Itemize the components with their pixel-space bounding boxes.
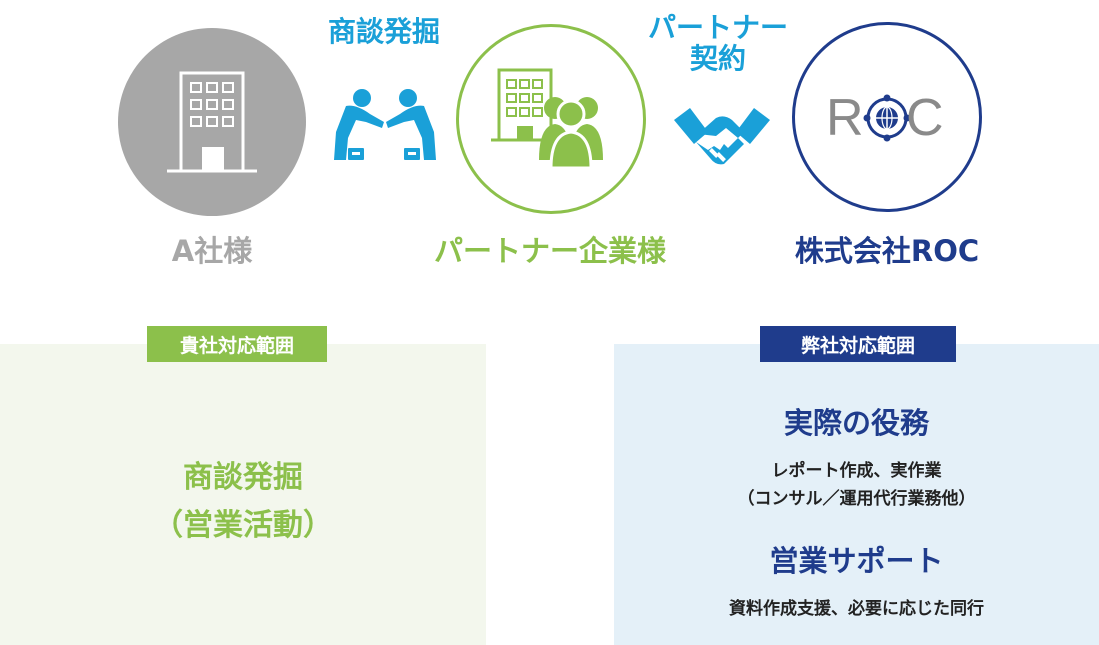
- roc-circle: R C: [792, 22, 982, 212]
- our-scope-heading1: 実際の役務: [783, 406, 929, 440]
- our-scope-detail1-line1: レポート作成、実作業: [771, 461, 942, 481]
- our-scope-tag: 弊社対応範囲: [760, 326, 956, 362]
- partner-contract-line1: パートナー: [647, 11, 788, 44]
- client-scope-line1: 商談発掘: [183, 460, 303, 495]
- handshake-icon: [674, 108, 770, 165]
- roc-logo-icon: R C: [826, 89, 944, 147]
- our-scope-detail1-line2: （コンサル／運用代行業務他）: [737, 489, 976, 509]
- our-scope-panel: [614, 344, 1099, 645]
- deal-finding-label: 商談発掘: [327, 15, 440, 48]
- partner-circle: [456, 24, 646, 214]
- client-scope-panel: [0, 344, 486, 645]
- partner-contract-label: パートナー 契約: [640, 12, 796, 74]
- company-a-circle: [118, 28, 306, 216]
- partner-contract-line2: 契約: [689, 42, 746, 75]
- building-icon: [167, 71, 257, 173]
- roc-logo-text: R: [826, 89, 864, 147]
- client-scope-line2: （営業活動）: [153, 508, 333, 543]
- roc-label: 株式会社ROC: [794, 234, 980, 268]
- handshake-people-icon: [334, 89, 436, 160]
- our-scope-heading2: 営業サポート: [769, 544, 944, 578]
- client-scope-tag: 貴社対応範囲: [147, 326, 327, 362]
- partner-company-icon: [491, 68, 603, 170]
- svg-text:C: C: [906, 89, 944, 147]
- our-scope-detail2: 資料作成支援、必要に応じた同行: [729, 599, 984, 619]
- company-a-label: A社様: [171, 234, 253, 268]
- partner-label: パートナー企業様: [433, 234, 666, 268]
